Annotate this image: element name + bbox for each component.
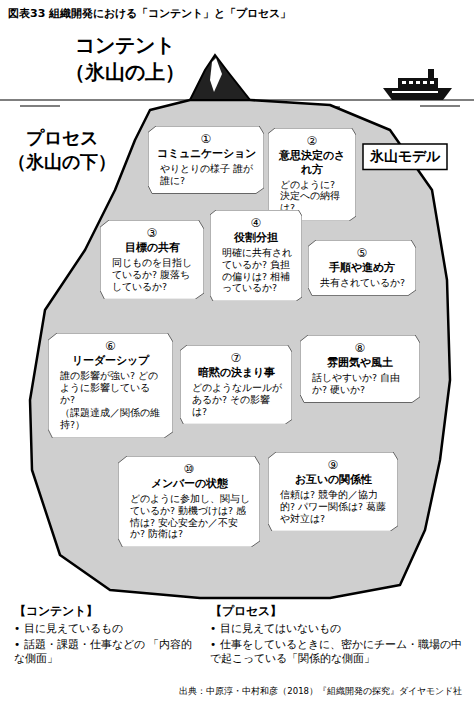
iceberg-cell: ⑥リーダーシップ誰の影響が強い? どのように影響しているか?（課題達成／関係の維… [48, 333, 173, 438]
cell-note: 共有されているか? [320, 277, 408, 289]
iceberg-cell: ⑤手順や進め方共有されているか? [308, 240, 416, 296]
bullet-item: • 目に見えてはいないもの [210, 621, 465, 635]
ship [383, 69, 452, 100]
cell-face [48, 333, 173, 438]
cell-note: 話しやすいか? 自由か? 硬いか? [312, 372, 412, 396]
cell-heading: お互いの関係性 [276, 473, 390, 487]
callout-number: ⑨ [276, 458, 390, 473]
iceberg-cell: ⑩メンバーの状態どのように参加し、関与しているか? 動機づけは? 感情は? 安心… [118, 456, 260, 547]
cell-note: 明確に共有されているか? 負担の偏りは? 相補っているか? [222, 247, 294, 295]
cell-note: どのように? 決定への納得は? [280, 179, 348, 215]
cell-heading: リーダーシップ [56, 354, 165, 368]
cell-face [100, 220, 204, 299]
region-label: プロセス （氷山の下） [6, 126, 118, 175]
callout-number: ④ [218, 216, 294, 231]
cell-heading: 雰囲気や風土 [308, 356, 412, 370]
iceberg-body [30, 100, 450, 598]
callout-number: ⑦ [188, 351, 284, 366]
cell-heading: 目標の共有 [108, 241, 196, 255]
cell-note: 同じものを目指しているか? 腹落ちしているか? [112, 257, 196, 293]
source-caption: 出典：中原淳・中村和彦（2018）『組織開発の探究』ダイヤモンド社 [179, 686, 462, 698]
bullet-item: • 話題・課題・仕事などの 「内容的な側面」 [14, 637, 199, 665]
callout-number: ⑥ [56, 339, 165, 354]
cell-heading: コミュニケーション [156, 147, 256, 161]
iceberg-cell: ⑧雰囲気や風土話しやすいか? 自由か? 硬いか? [300, 335, 420, 403]
block-heading: 【コンテント】 [14, 604, 204, 620]
figure-title: 図表33 組織開発における「コンテント」と「プロセス」 [8, 6, 291, 21]
tip-highlight [210, 58, 222, 92]
cell-face [308, 240, 416, 296]
cell-note: やりとりの様子 誰が誰に? [160, 163, 256, 187]
cell-heading: 手順や進め方 [316, 261, 408, 275]
callout-number: ⑧ [308, 341, 412, 356]
cell-face [118, 456, 260, 547]
cell-heading: 暗黙の決まり事 [188, 366, 284, 380]
iceberg-cell: ⑨お互いの関係性信頼は? 競争的／協力的? パワー関係は? 葛藤や対立は? [268, 452, 398, 531]
cell-face [268, 128, 356, 221]
cell-face [210, 210, 302, 301]
callout-number: ⑤ [316, 246, 408, 261]
iceberg-cell: ②意思決定のされ方どのように? 決定への納得は? [268, 128, 356, 221]
iceberg-tip [190, 55, 250, 100]
model-title: 氷山モデル [370, 148, 440, 166]
cell-note: 誰の影響が強い? どのように影響しているか? [60, 370, 165, 406]
cell-face [148, 126, 264, 194]
callout-number: ② [276, 134, 348, 149]
iceberg-cell: ③目標の共有同じものを目指しているか? 腹落ちしているか? [100, 220, 204, 299]
callout-number: ① [156, 132, 256, 147]
cell-note: どのように参加し、関与しているか? 動機づけは? 感情は? 安心安全か／不安か?… [130, 493, 252, 541]
cell-heading: 役割分担 [218, 231, 294, 245]
iceberg-cell: ④役割分担明確に共有されているか? 負担の偏りは? 相補っているか? [210, 210, 302, 301]
box-border [363, 144, 447, 170]
cell-face [268, 452, 398, 531]
model-box: 氷山モデル [362, 143, 448, 171]
region-label: コンテント （氷山の上） [55, 32, 195, 86]
cell-face [180, 345, 292, 424]
iceberg-cell: ①コミュニケーションやりとりの様子 誰が誰に? [148, 126, 264, 194]
callout-number: ③ [108, 226, 196, 241]
cell-heading: 意思決定のされ方 [276, 149, 348, 177]
cell-note: どのようなルールがあるか? その影響は? [192, 382, 284, 418]
callout-number: ⑩ [126, 462, 252, 477]
bullet-item: • 目に見えているもの [14, 621, 204, 635]
cell-note: （課題達成／関係の維持?） [60, 407, 165, 431]
block-heading: 【プロセス】 [210, 604, 465, 620]
cell-heading: メンバーの状態 [126, 477, 252, 491]
iceberg-cell: ⑦暗黙の決まり事どのようなルールがあるか? その影響は? [180, 345, 292, 424]
cell-face [300, 335, 420, 403]
cell-note: 信頼は? 競争的／協力的? パワー関係は? 葛藤や対立は? [280, 489, 390, 525]
bullet-item: • 仕事をしているときに、密かにチーム・職場の中で起こっている「関係的な側面」 [210, 637, 465, 665]
